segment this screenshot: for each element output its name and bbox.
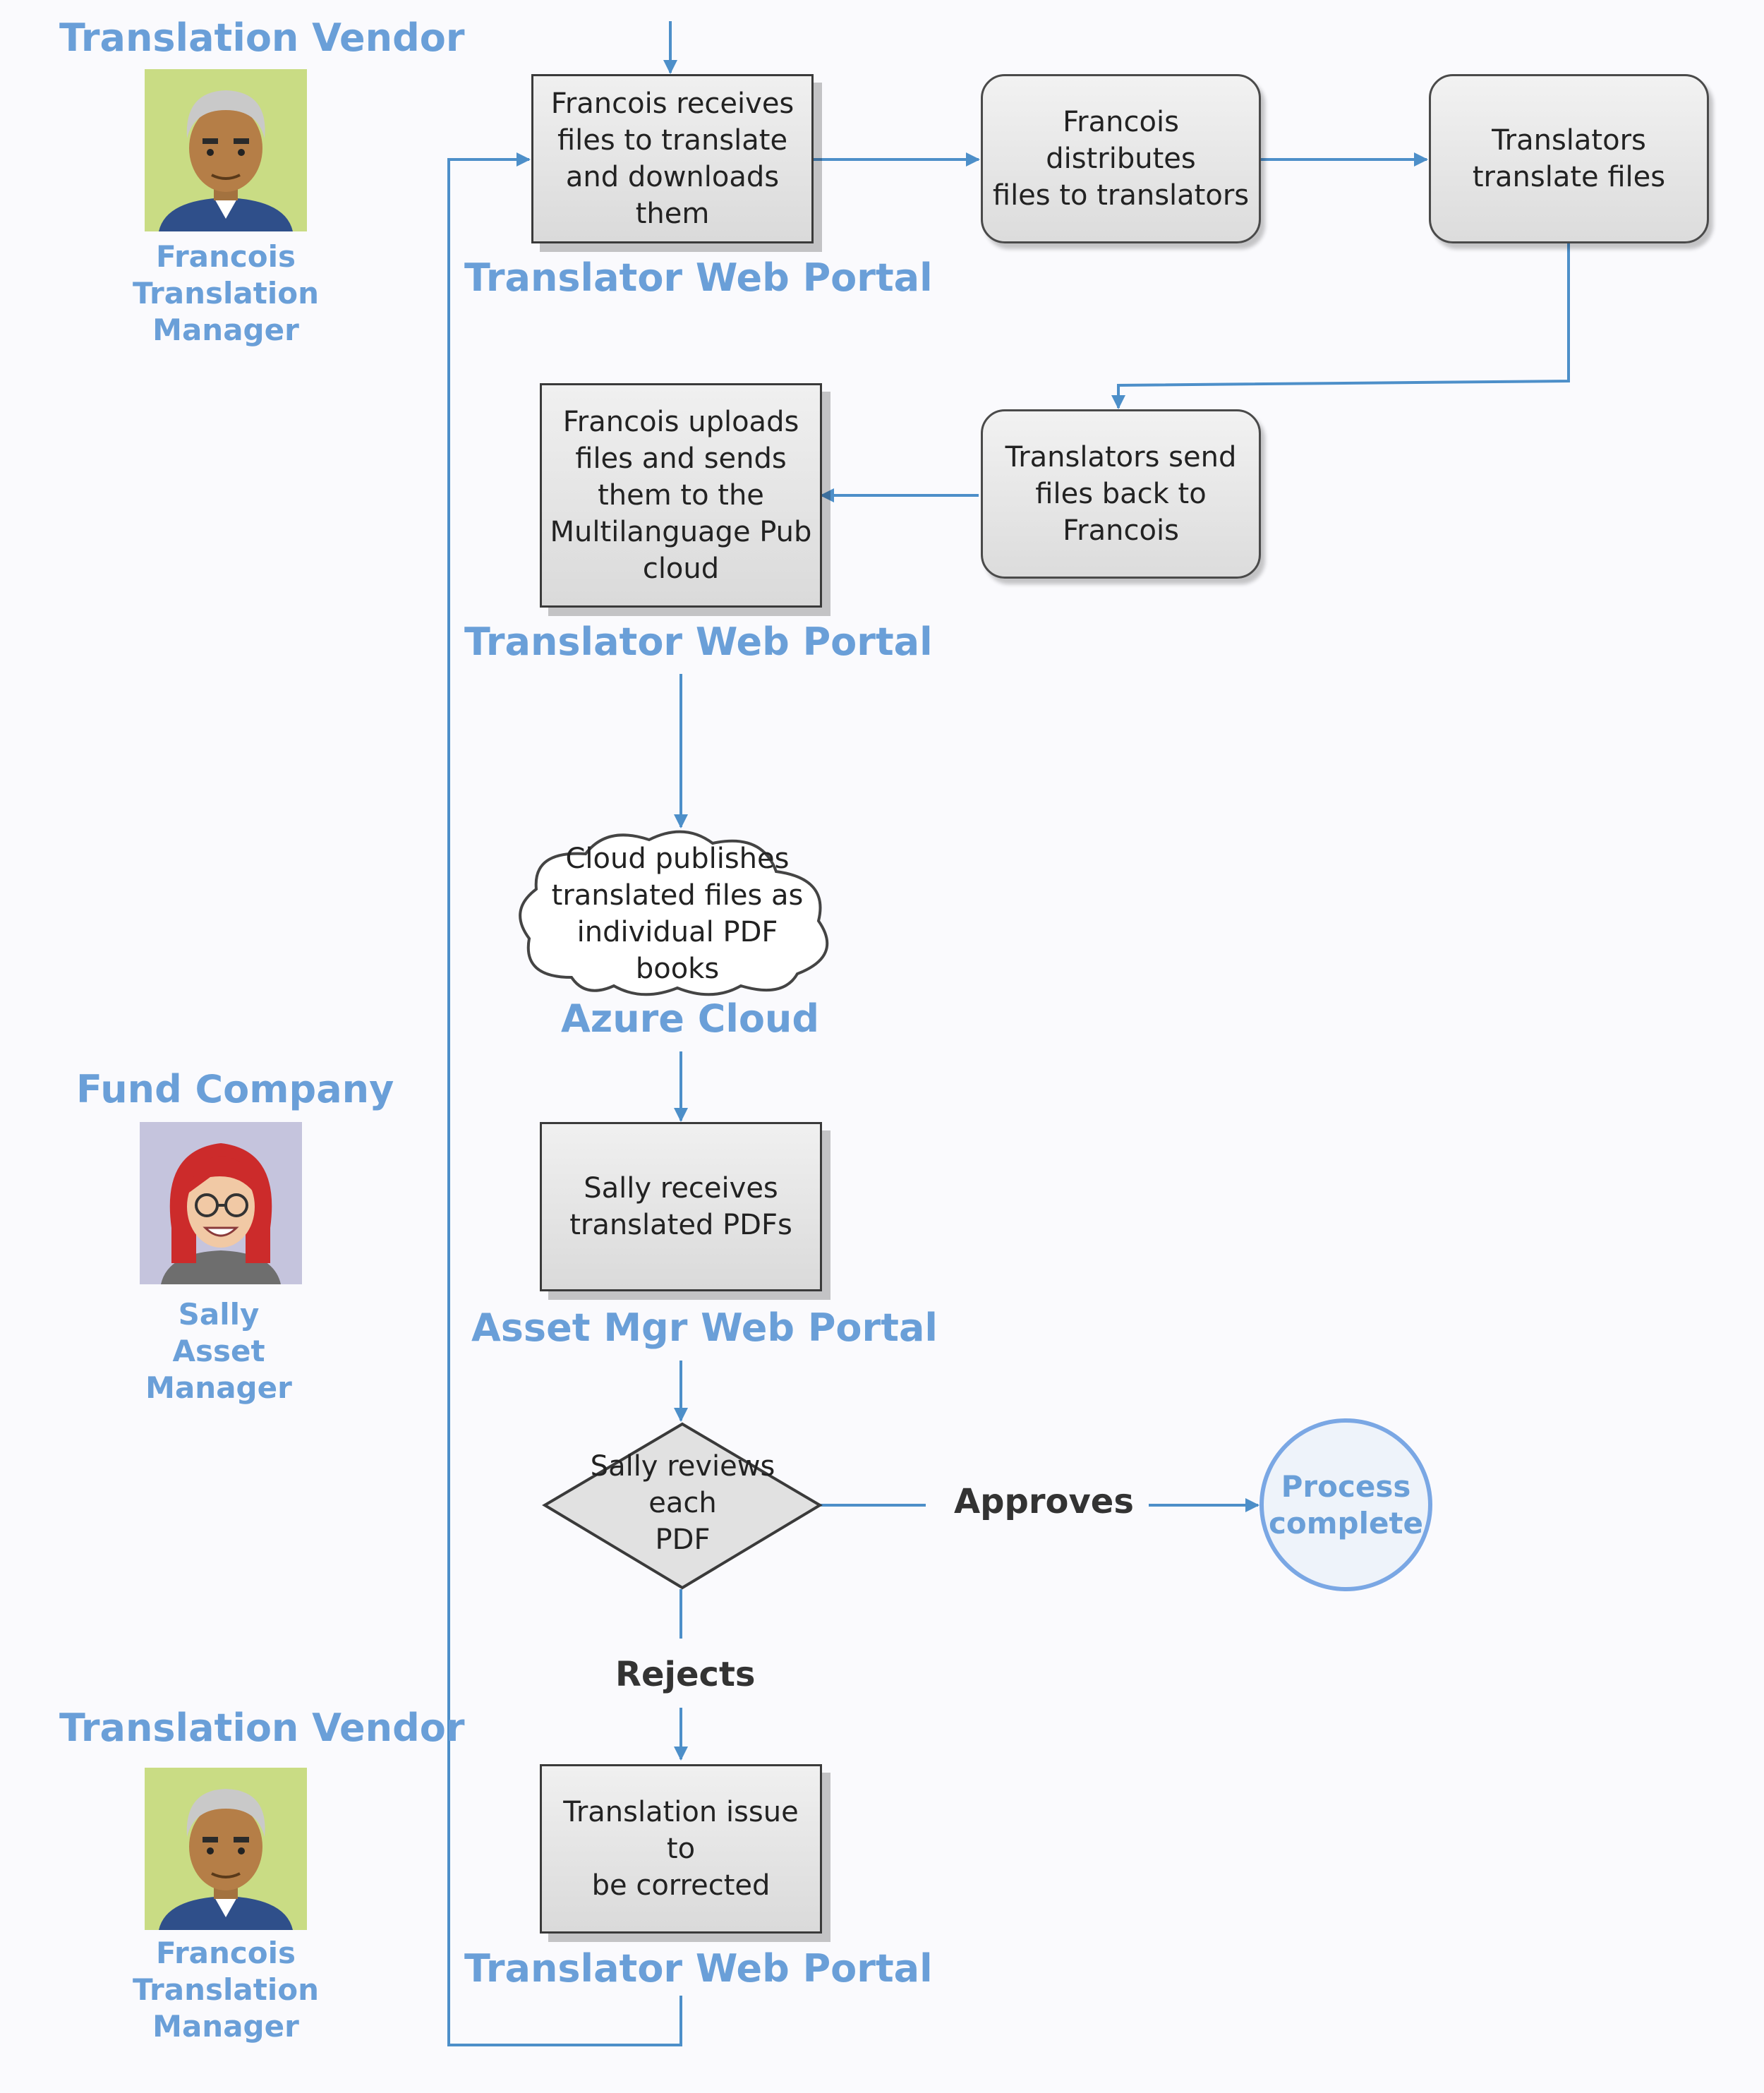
step-translation-issue[interactable]: Translation issue to be corrected	[540, 1764, 822, 1934]
step-review-pdf[interactable]: Sally reviews each PDF	[550, 1450, 815, 1556]
person-label-francois-bottom: Francois Translation Manager	[133, 1936, 319, 2044]
step-translate-files[interactable]: Translators translate files	[1429, 74, 1709, 243]
process-complete-terminal[interactable]: Process complete	[1259, 1418, 1432, 1591]
edge-label-rejects: Rejects	[615, 1655, 756, 1694]
sally-avatar-icon	[140, 1122, 302, 1284]
system-label-portal-1: Translator Web Portal	[464, 255, 933, 300]
step-send-back[interactable]: Translators send files back to Francois	[981, 409, 1261, 579]
edge-label-approves: Approves	[954, 1482, 1134, 1521]
step-review-pdf-text: Sally reviews each PDF	[590, 1450, 775, 1556]
step-sally-receives-text: Sally receives translated PDFs	[569, 1172, 792, 1241]
step-receive-files[interactable]: Francois receives files to translate and…	[531, 74, 814, 243]
step-distribute-files[interactable]: Francois distributes files to translator…	[981, 74, 1261, 243]
step-upload-files-text: Francois uploads files and sends them to…	[550, 406, 812, 585]
cloud-shape-icon	[519, 830, 829, 996]
person-label-sally: Sally Asset Manager	[145, 1297, 292, 1405]
step-translate-files-text: Translators translate files	[1472, 124, 1666, 193]
step-upload-files[interactable]: Francois uploads files and sends them to…	[540, 383, 822, 608]
system-label-portal-2: Translator Web Portal	[464, 620, 933, 664]
lane-label-vendor-top: Translation Vendor	[59, 16, 465, 60]
lane-label-fund: Fund Company	[76, 1067, 394, 1111]
step-send-back-text: Translators send files back to Francois	[1005, 441, 1237, 547]
lane-label-vendor-bottom: Translation Vendor	[59, 1706, 465, 1750]
system-label-asset-portal: Asset Mgr Web Portal	[471, 1305, 938, 1350]
decision-diamond-icon	[542, 1422, 823, 1590]
step-cloud-publish-text: Cloud publishes translated files as indi…	[551, 843, 804, 985]
system-label-azure: Azure Cloud	[560, 996, 820, 1041]
connector-loop-back	[447, 152, 682, 2046]
step-receive-files-text: Francois receives files to translate and…	[550, 88, 795, 230]
system-label-portal-3: Translator Web Portal	[464, 1946, 933, 1991]
connector-translate-to-sendback	[1111, 243, 1570, 409]
step-translation-issue-text: Translation issue to be corrected	[563, 1796, 799, 1902]
step-sally-receives[interactable]: Sally receives translated PDFs	[540, 1122, 822, 1291]
step-distribute-files-text: Francois distributes files to translator…	[992, 106, 1250, 212]
francois-avatar-bottom-icon	[145, 1768, 307, 1930]
person-label-francois-top: Francois Translation Manager	[133, 239, 319, 347]
francois-avatar-top-icon	[145, 69, 307, 231]
step-cloud-publish[interactable]: Cloud publishes translated files as indi…	[526, 843, 829, 985]
process-complete-text: Process complete	[1268, 1468, 1424, 1540]
